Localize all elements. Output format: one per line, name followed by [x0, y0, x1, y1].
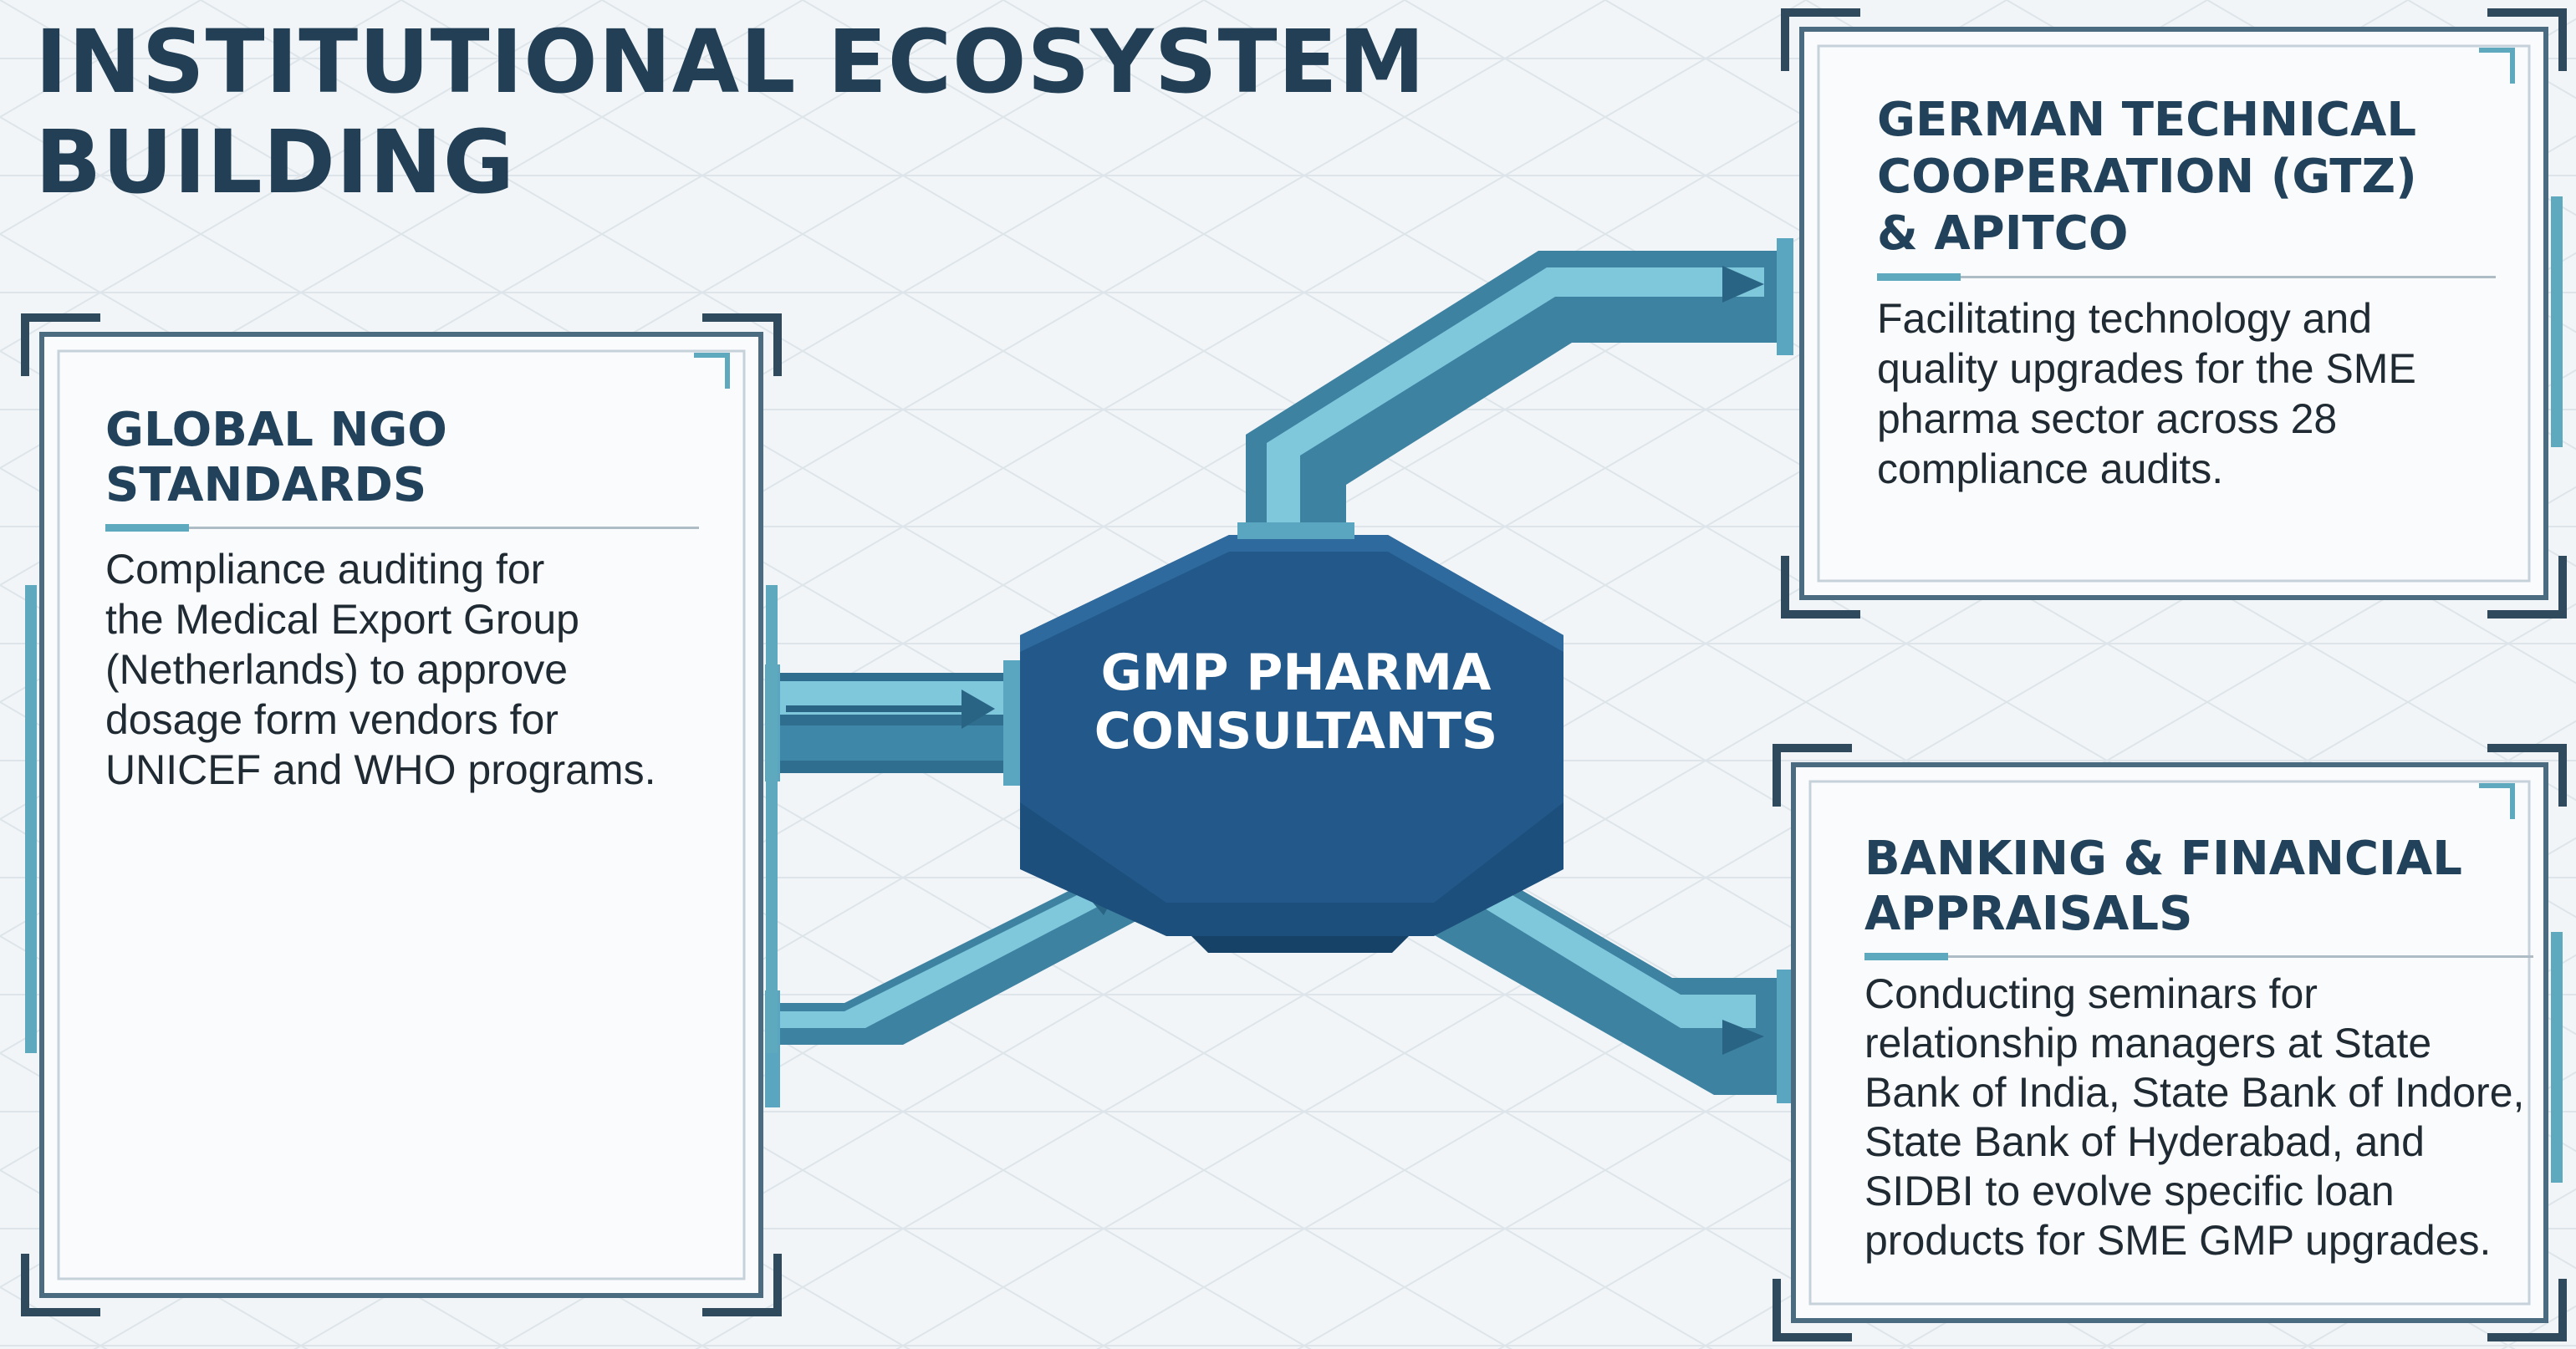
panel-frame — [1773, 744, 2567, 1341]
pipe-ngo-to-hub — [765, 660, 1020, 786]
panel-heading: BANKING & FINANCIAL APPRAISALS — [1864, 832, 2462, 941]
hub-octagon — [1020, 522, 1563, 953]
panel-body: Conducting seminars for relationship man… — [1864, 970, 2525, 1264]
hub-label: GMP PHARMA CONSULTANTS — [1094, 644, 1498, 761]
panel-frame — [1781, 8, 2567, 619]
panel-heading: GLOBAL NGO STANDARDS — [105, 403, 447, 512]
panel-divider — [105, 524, 699, 532]
panel-body: Facilitating technology and quality upgr… — [1877, 295, 2416, 492]
panel-banking-financial: BANKING & FINANCIAL APPRAISALS Conductin… — [1773, 744, 2567, 1341]
panel-frame — [21, 313, 782, 1316]
panel-gtz-apitco: GERMAN TECHNICAL COOPERATION (GTZ) & API… — [1781, 8, 2567, 619]
panel-body: Compliance auditing for the Medical Expo… — [105, 546, 656, 793]
panel-global-ngo: GLOBAL NGO STANDARDS Compliance auditing… — [21, 313, 782, 1316]
panel-heading: GERMAN TECHNICAL COOPERATION (GTZ) & API… — [1877, 93, 2417, 261]
pipe-hub-to-banking — [1421, 861, 1793, 1103]
panel-divider — [1877, 273, 2496, 281]
pipe-hub-to-gtz — [1246, 238, 1793, 535]
panel-divider — [1864, 953, 2533, 960]
page-title: INSTITUTIONAL ECOSYSTEM BUILDING — [35, 11, 1426, 213]
